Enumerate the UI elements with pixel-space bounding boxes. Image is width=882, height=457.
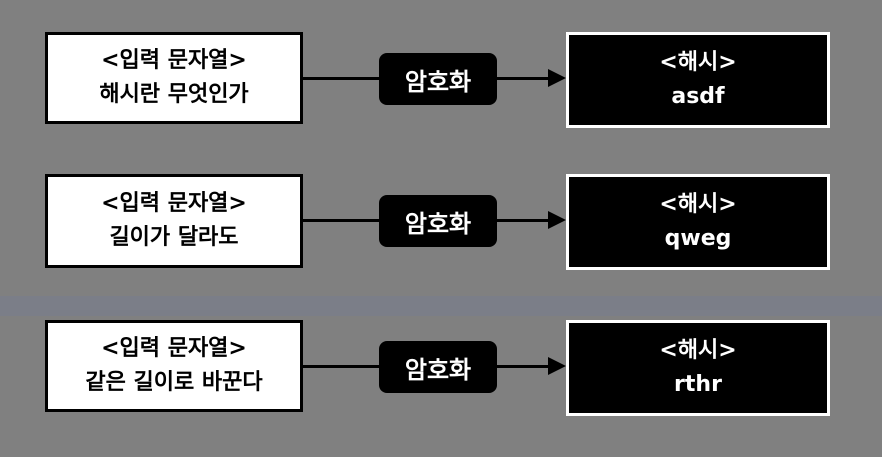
hash-value: qweg <box>664 226 732 251</box>
input-string-box: <입력 문자열> 같은 길이로 바꾼다 <box>45 320 303 412</box>
hash-output-box: <해시> rthr <box>566 320 830 416</box>
hash-flow-row-2: <입력 문자열> 길이가 달라도 암호화 <해시> qweg <box>0 174 882 274</box>
encrypt-label: 암호화 <box>379 53 497 105</box>
hash-value: rthr <box>674 372 722 397</box>
input-string-box: <입력 문자열> 길이가 달라도 <box>45 174 303 268</box>
arrow-head-icon <box>548 211 566 229</box>
hash-header: <해시> <box>659 338 737 363</box>
arrow-head-icon <box>548 69 566 87</box>
hash-flow-row-1: <입력 문자열> 해시란 무엇인가 암호화 <해시> asdf <box>0 32 882 132</box>
input-string-box: <입력 문자열> 해시란 무엇인가 <box>45 32 303 124</box>
input-string-text: 해시란 무엇인가 <box>99 82 249 107</box>
input-string-header: <입력 문자열> <box>101 48 247 73</box>
encrypt-label: 암호화 <box>379 195 497 247</box>
hash-flow-row-3: <입력 문자열> 같은 길이로 바꾼다 암호화 <해시> rthr <box>0 320 882 420</box>
hash-output-box: <해시> qweg <box>566 174 830 270</box>
encrypt-label: 암호화 <box>379 341 497 393</box>
input-string-text: 길이가 달라도 <box>109 225 239 250</box>
input-string-text: 같은 길이로 바꾼다 <box>85 370 263 395</box>
hash-value: asdf <box>671 84 725 109</box>
input-string-header: <입력 문자열> <box>101 336 247 361</box>
hash-output-box: <해시> asdf <box>566 32 830 128</box>
hash-header: <해시> <box>659 192 737 217</box>
arrow-head-icon <box>548 357 566 375</box>
input-string-header: <입력 문자열> <box>101 191 247 216</box>
section-divider <box>0 296 882 316</box>
hash-header: <해시> <box>659 50 737 75</box>
